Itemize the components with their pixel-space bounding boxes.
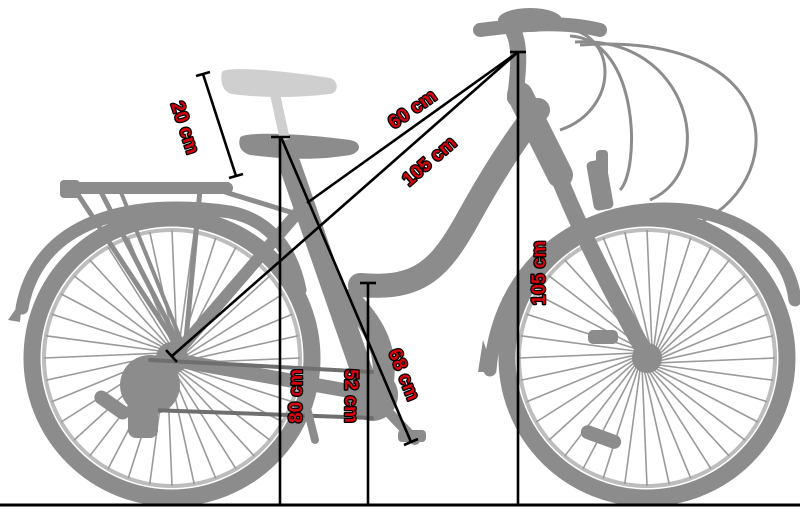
spoke [660, 313, 768, 359]
spoke [646, 229, 653, 345]
spoke [655, 237, 692, 348]
spoke [651, 370, 730, 457]
spoke [641, 371, 648, 487]
spoke [526, 313, 637, 350]
spoke [548, 362, 635, 441]
spoke [653, 231, 671, 346]
spoke [535, 359, 634, 423]
spoke [646, 371, 692, 479]
spoke [660, 293, 759, 357]
spoke [173, 371, 237, 470]
spoke [657, 246, 712, 350]
spoke [564, 364, 636, 457]
spoke [548, 275, 641, 347]
rear-rack [60, 180, 301, 352]
dimension-lines [0, 50, 800, 507]
spoke [660, 334, 774, 362]
spoke [535, 293, 639, 348]
spoke [659, 364, 774, 382]
label-standover-height: 52 cm [340, 369, 361, 423]
spoke [51, 313, 162, 350]
spoke [582, 366, 637, 470]
spoke [89, 259, 168, 346]
spoke [185, 293, 284, 357]
spoke [655, 368, 759, 423]
spoke [60, 293, 164, 348]
spoke [526, 357, 634, 403]
saddle-raised [221, 69, 337, 142]
spoke [107, 246, 171, 345]
spoke [518, 352, 634, 359]
spoke [185, 313, 293, 359]
spoke [653, 369, 746, 441]
bicycle [8, 8, 800, 507]
label-saddle-adjust: 20 cm [166, 99, 203, 157]
spoke [659, 275, 746, 354]
spoke [623, 370, 641, 485]
spoke [178, 231, 196, 346]
spoke [602, 368, 639, 479]
spoke [648, 371, 712, 470]
spoke [178, 369, 271, 441]
spoke [657, 366, 768, 403]
label-handlebar-height: 105 cm [529, 241, 550, 305]
spoke [658, 259, 730, 352]
spoke [182, 366, 293, 403]
label-axle-to-handlebar: 105 cm [398, 133, 460, 191]
spoke [623, 231, 651, 345]
spoke [73, 275, 166, 347]
spoke [184, 275, 271, 354]
spoke [43, 352, 159, 359]
front-wheel [498, 209, 796, 507]
spoke [520, 354, 634, 382]
spoke [643, 371, 671, 485]
spoke [45, 334, 160, 352]
spoke [660, 357, 776, 364]
label-saddle-height: 80 cm [286, 369, 307, 423]
spoke [520, 334, 635, 352]
front-fender [483, 202, 800, 377]
rear-fender [15, 201, 307, 315]
